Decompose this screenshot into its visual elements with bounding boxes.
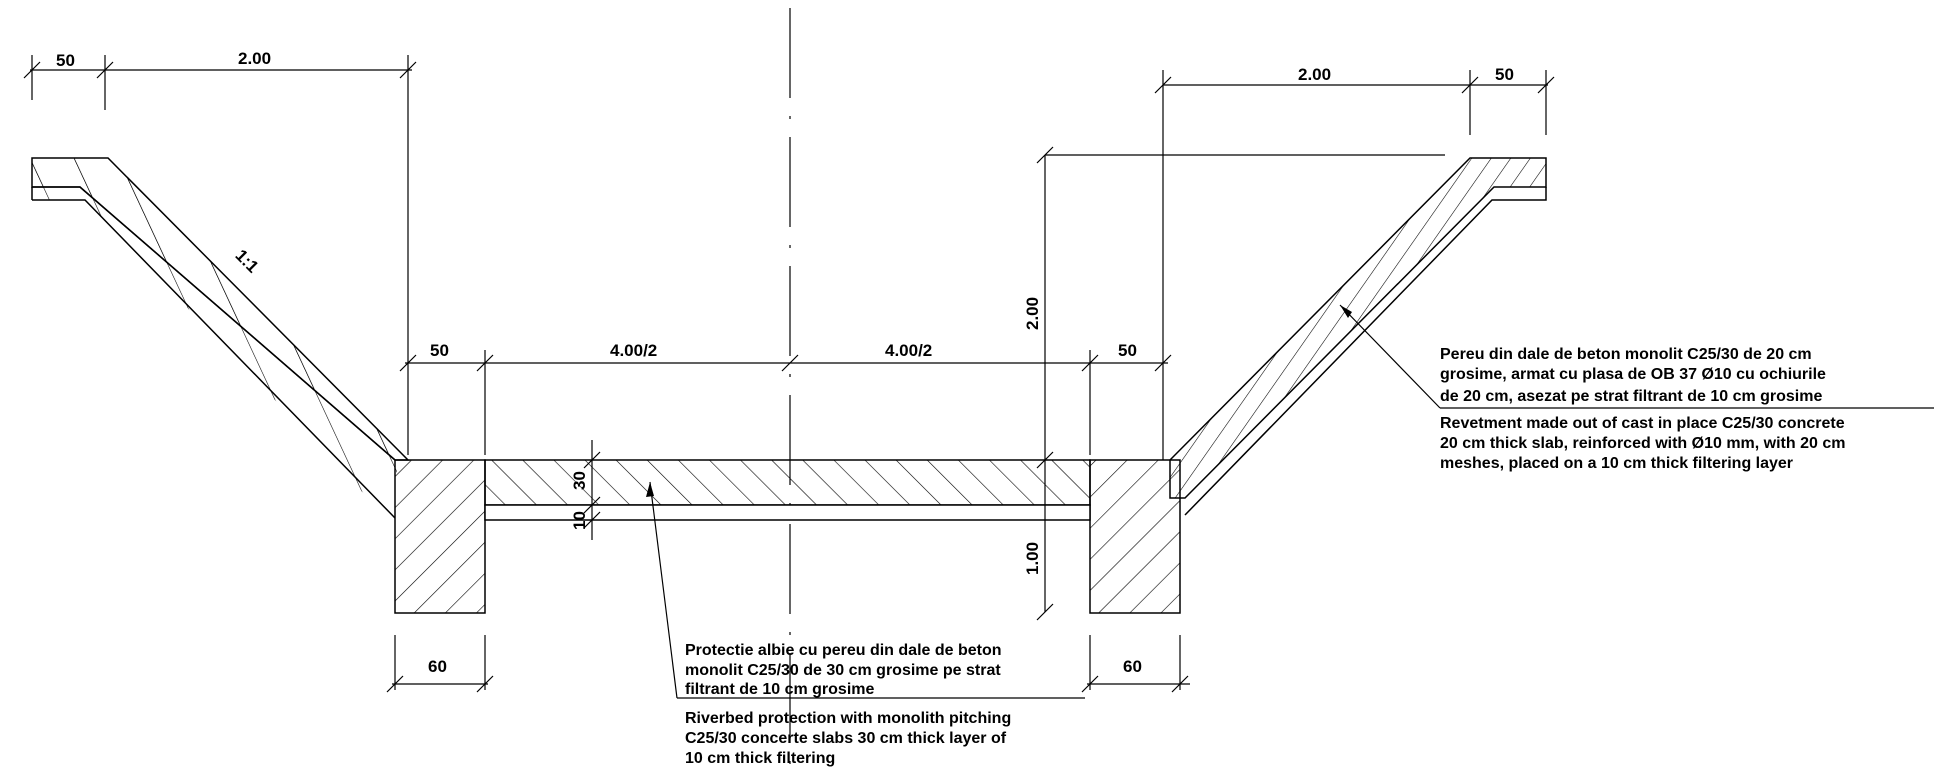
- riverbed-note-ro-line-1: Protectie albie cu pereu din dale de bet…: [685, 642, 1002, 659]
- leader-arrow-bottom: [646, 482, 654, 497]
- riverbed-note-ro-line-2: monolit C25/30 de 30 cm grosime pe strat: [685, 662, 1001, 679]
- riverbed-note: Protectie albie cu pereu din dale de bet…: [685, 642, 1011, 767]
- dimension-lines: [23, 55, 1934, 699]
- dim-footing-height: 1.00: [1023, 542, 1042, 575]
- dim-half-left: 4.00/2: [610, 341, 657, 360]
- riverbed-note-en-line-3: 10 cm thick filtering: [685, 750, 835, 767]
- dim-footing-left: 60: [428, 657, 447, 676]
- dim-slope: 1:1: [232, 246, 263, 277]
- leader-arrow-right: [1340, 305, 1352, 318]
- dim-inner-right: 50: [1118, 341, 1137, 360]
- dim-footing-right: 60: [1123, 657, 1142, 676]
- dim-right-width: 2.00: [1298, 65, 1331, 84]
- revetment-note-en-line-1: Revetment made out of cast in place C25/…: [1440, 415, 1845, 432]
- dim-left-offset: 50: [56, 51, 75, 70]
- left-slope-revetment: [31, 157, 410, 520]
- dim-slope-height: 2.00: [1023, 297, 1042, 330]
- dim-left-width: 2.00: [238, 49, 271, 68]
- revetment-note: Pereu din dale de beton monolit C25/30 d…: [1440, 346, 1845, 472]
- dim-half-right: 4.00/2: [885, 341, 932, 360]
- revetment-note-en-line-3: meshes, placed on a 10 cm thick filterin…: [1440, 455, 1793, 472]
- right-footing: [1089, 459, 1181, 614]
- revetment-note-ro-line-3: de 20 cm, asezat pe strat filtrant de 10…: [1440, 388, 1822, 405]
- revetment-note-ro-line-2: grosime, armat cu plasa de OB 37 Ø10 cu …: [1440, 366, 1826, 383]
- dim-inner-left: 50: [430, 341, 449, 360]
- riverbed-note-ro-line-3: filtrant de 10 cm grosime: [685, 681, 874, 698]
- left-footing: [394, 459, 486, 614]
- riverbed-note-en-line-1: Riverbed protection with monolith pitchi…: [685, 710, 1011, 727]
- riverbed-slab: [484, 459, 1091, 506]
- revetment-note-ro-line-1: Pereu din dale de beton monolit C25/30 d…: [1440, 346, 1812, 363]
- dim-filter-thickness: 10: [570, 511, 589, 530]
- riverbed-note-en-line-2: C25/30 concerte slabs 30 cm thick layer …: [685, 730, 1007, 747]
- dim-slab-thickness: 30: [570, 471, 589, 490]
- dim-right-offset: 50: [1495, 65, 1514, 84]
- revetment-note-en-line-2: 20 cm thick slab, reinforced with Ø10 mm…: [1440, 435, 1845, 452]
- filter-layer: [484, 504, 1091, 521]
